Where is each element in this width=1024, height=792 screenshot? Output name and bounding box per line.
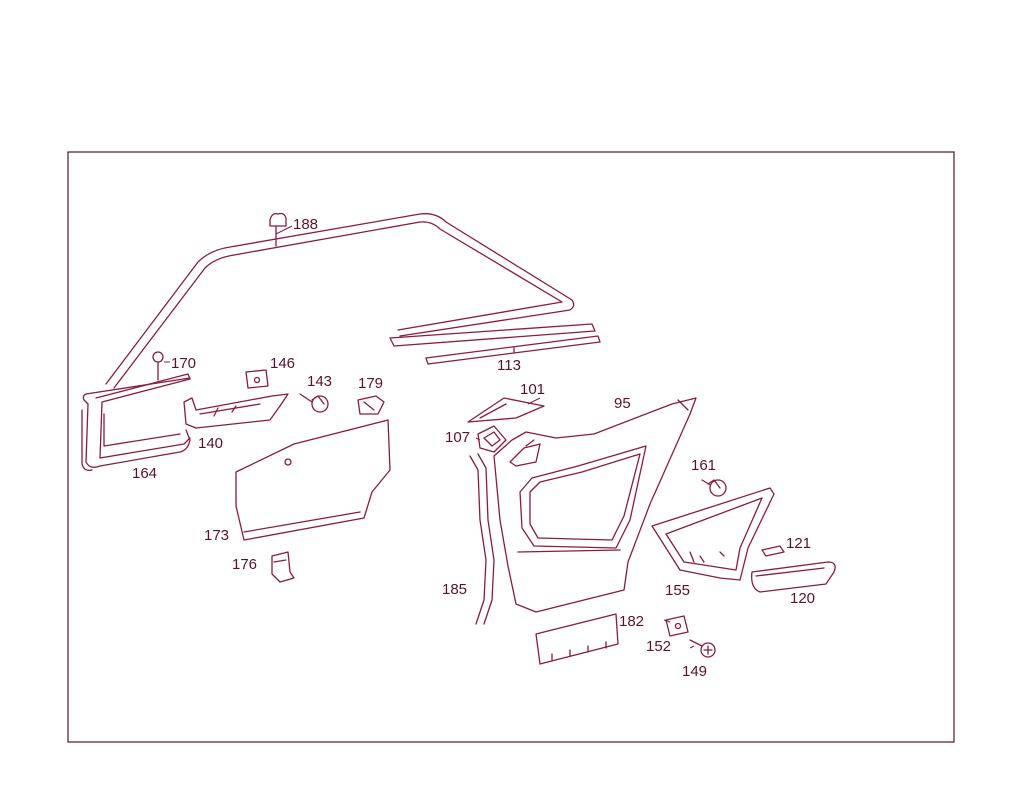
callout-173: 173	[204, 527, 229, 544]
callout-188: 188	[293, 216, 318, 233]
part-121-clip	[761, 545, 785, 557]
part-182-lower-strip	[535, 613, 619, 665]
part-176-clip	[271, 551, 295, 583]
callout-146: 146	[270, 355, 295, 372]
part-155-armrest-panel	[651, 487, 775, 581]
callout-185: 185	[442, 581, 467, 598]
part-120-armrest	[751, 561, 836, 593]
part-113-window-channel	[389, 323, 601, 365]
callout-143: 143	[307, 373, 332, 390]
callout-182: 182	[619, 613, 644, 630]
callout-120: 120	[790, 590, 815, 607]
diagram-frame	[67, 151, 955, 743]
callout-161: 161	[691, 457, 716, 474]
part-164-quarter-window-frame	[81, 351, 191, 472]
part-143-fastener	[299, 393, 329, 413]
part-149-screw	[689, 639, 716, 658]
callout-179: 179	[358, 375, 383, 392]
callout-170: 170	[171, 355, 196, 372]
callout-101: 101	[520, 381, 545, 398]
callout-155: 155	[665, 582, 690, 599]
callout-140: 140	[198, 435, 223, 452]
callout-176: 176	[232, 556, 257, 573]
part-188-window-seal	[105, 212, 575, 389]
part-173-trim-panel	[235, 419, 391, 541]
part-95-door-trim-panel	[493, 397, 697, 613]
callout-152: 152	[646, 638, 671, 655]
part-152-clip	[665, 615, 689, 637]
callout-149: 149	[682, 663, 707, 680]
callout-95: 95	[614, 395, 631, 412]
part-146-clip	[245, 369, 269, 389]
part-140-bracket	[183, 393, 289, 429]
callout-113: 113	[497, 357, 521, 374]
part-185-seal-strip	[469, 453, 495, 625]
callout-107: 107	[445, 429, 470, 446]
part-101-trim	[467, 397, 545, 423]
part-107-handle-recess	[477, 425, 507, 453]
part-161-fastener	[701, 479, 727, 497]
callout-121: 121	[786, 535, 811, 552]
leader-lines	[164, 225, 695, 649]
part-179-clip	[357, 395, 385, 415]
callout-164: 164	[132, 465, 157, 482]
